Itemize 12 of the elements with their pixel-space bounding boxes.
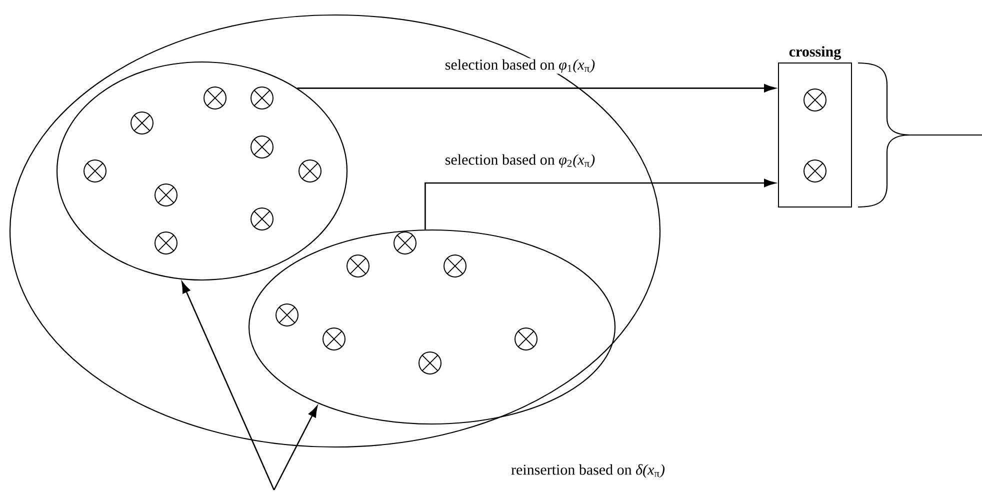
arrow [424, 178, 776, 230]
population-ellipse [56, 61, 348, 281]
crossing-box: crossing [778, 46, 852, 208]
arrow [297, 84, 776, 92]
annotation-text: reinsertion based on δ(x$_{π}$) [511, 464, 665, 478]
outer-ellipse [9, 14, 661, 448]
node-label: crossing [789, 46, 841, 60]
population-ellipse [248, 229, 616, 425]
arrow [273, 406, 318, 490]
edge-label: selection based on φ$_{2}$(x$_{π}$) [444, 153, 596, 169]
arrow [182, 282, 275, 490]
edge-label: selection based on φ$_{1}$(x$_{π}$) [444, 58, 596, 74]
